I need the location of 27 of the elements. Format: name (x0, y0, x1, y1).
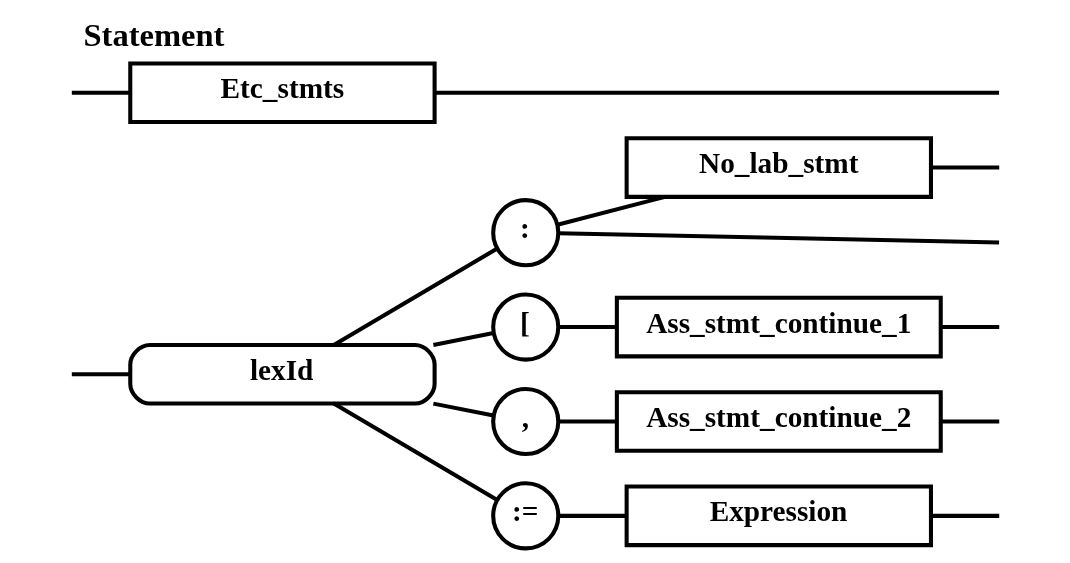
node-circle: : (490, 198, 560, 268)
connector (940, 325, 999, 330)
connector (557, 231, 999, 245)
node-circle: := (490, 481, 560, 551)
node-box: Ass_stmt_continue_1 (614, 295, 943, 359)
node-circle: [ (490, 292, 560, 362)
connector (930, 165, 999, 170)
connector (332, 401, 498, 502)
connector (558, 419, 616, 424)
node-box: Ass_stmt_continue_2 (614, 390, 943, 453)
connector (71, 90, 130, 95)
node-box: lexId (127, 342, 437, 406)
connector (434, 90, 999, 95)
node-box: Expression (624, 484, 933, 548)
connector (558, 325, 616, 330)
connector (940, 419, 999, 424)
node-box: Etc_stmts (127, 61, 437, 125)
diagram-title: Statement (83, 16, 224, 53)
node-circle: , (490, 386, 560, 457)
connector (432, 331, 494, 347)
connector (432, 401, 494, 418)
node-box: No_lab_stmt (624, 136, 933, 199)
connector (332, 247, 498, 347)
connector (558, 513, 626, 518)
connector (930, 513, 999, 518)
connector (71, 372, 130, 377)
connector (556, 195, 665, 227)
